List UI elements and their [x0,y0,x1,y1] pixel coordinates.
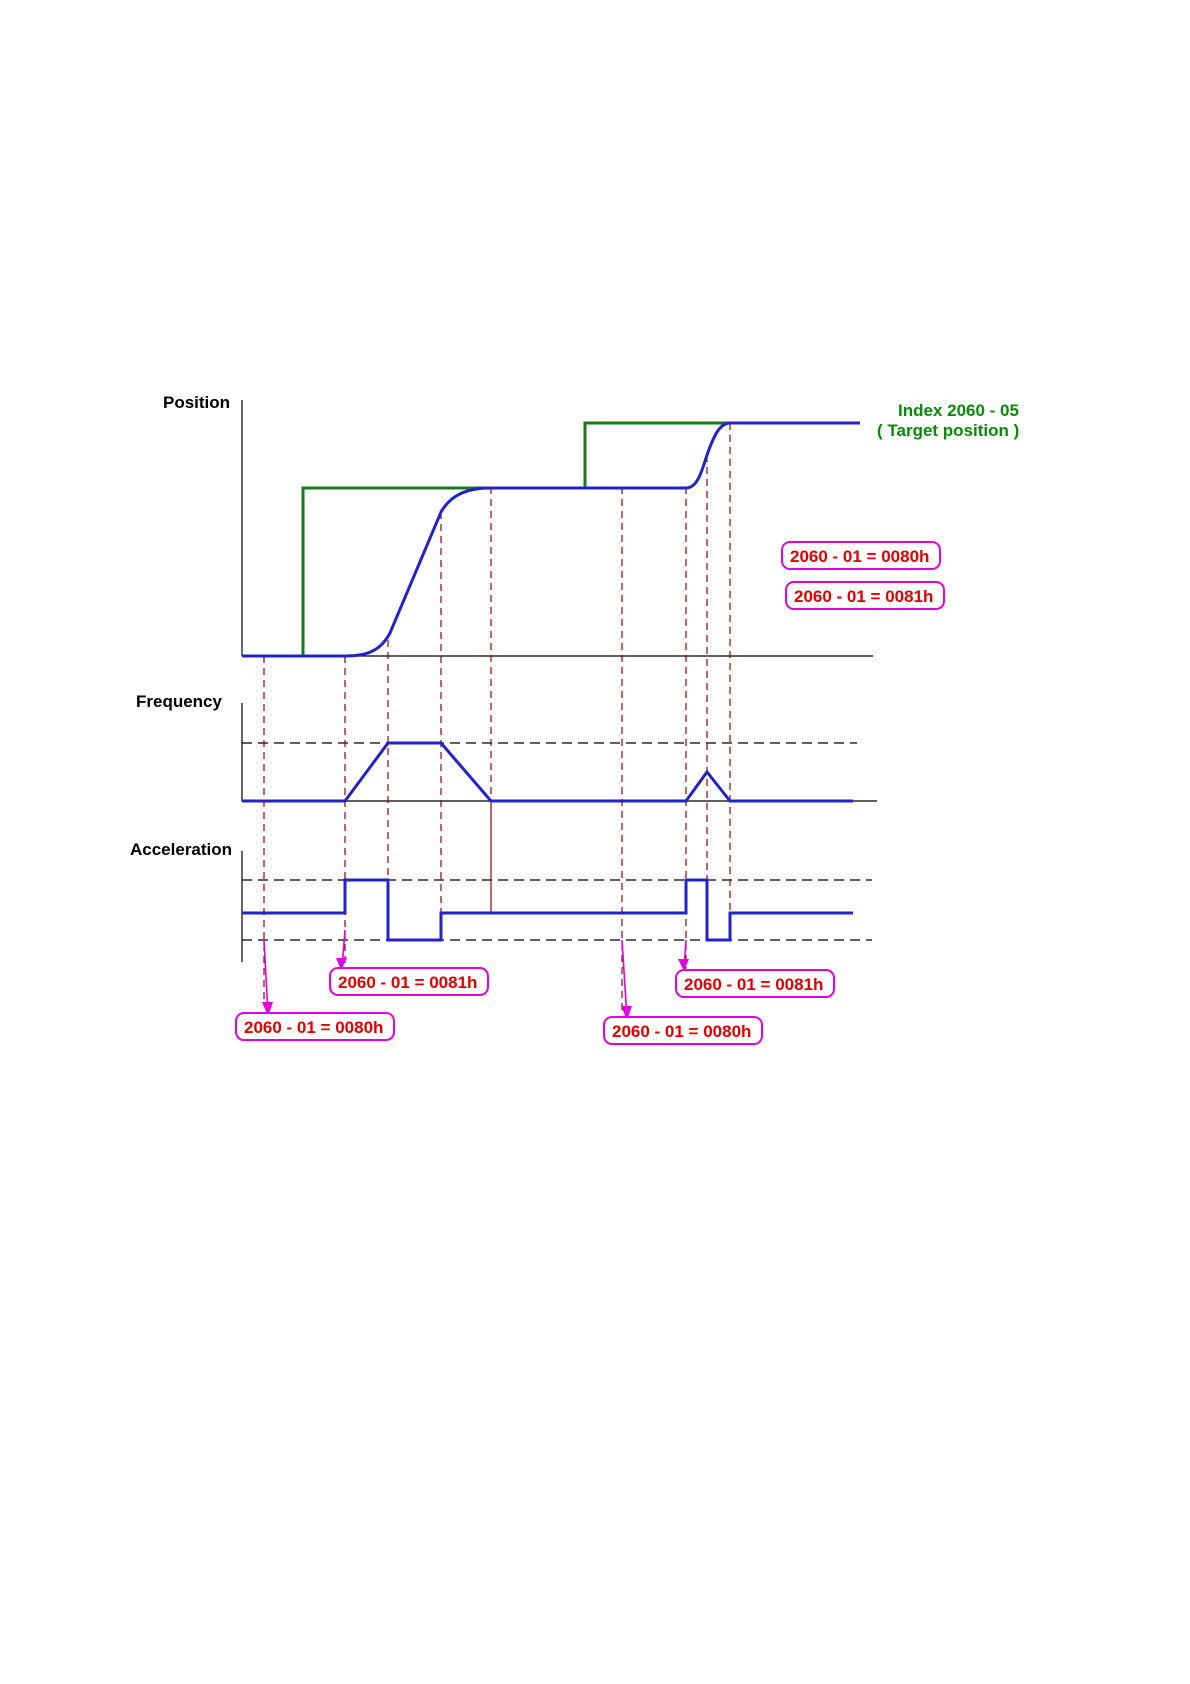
legend-tag-0081: 2060 - 01 = 0081h [786,582,944,609]
annotation-tag-2-text: 2060 - 01 = 0080h [244,1018,383,1037]
legend-tag-0080-text: 2060 - 01 = 0080h [790,547,929,566]
position-axis-label: Position [163,393,230,412]
position-axes [242,400,873,656]
reference-levels [242,743,872,940]
legend-tag-0081-text: 2060 - 01 = 0081h [794,587,933,606]
frequency-axes [242,703,877,801]
frequency-axis-label: Frequency [136,692,223,711]
annotation-tag-1: 2060 - 01 = 0081h [330,968,488,995]
legend-tag-0080: 2060 - 01 = 0080h [782,542,940,569]
target-index-label: Index 2060 - 05 [898,401,1019,420]
annotation-tag-2: 2060 - 01 = 0080h [236,1013,394,1040]
annotation-tag-3-text: 2060 - 01 = 0081h [684,975,823,994]
actual-position-curve [242,423,860,656]
acceleration-curve [242,880,853,940]
acceleration-axis-label: Acceleration [130,840,232,859]
annotation-tag-1-text: 2060 - 01 = 0081h [338,973,477,992]
target-position-line [242,423,730,656]
annotation-tag-4-text: 2060 - 01 = 0080h [612,1022,751,1041]
timing-guides [264,423,730,1010]
annotation-tag-3: 2060 - 01 = 0081h [676,970,834,997]
target-position-label: ( Target position ) [877,421,1019,440]
frequency-curve [242,743,853,801]
annotation-tag-4: 2060 - 01 = 0080h [604,1017,762,1044]
